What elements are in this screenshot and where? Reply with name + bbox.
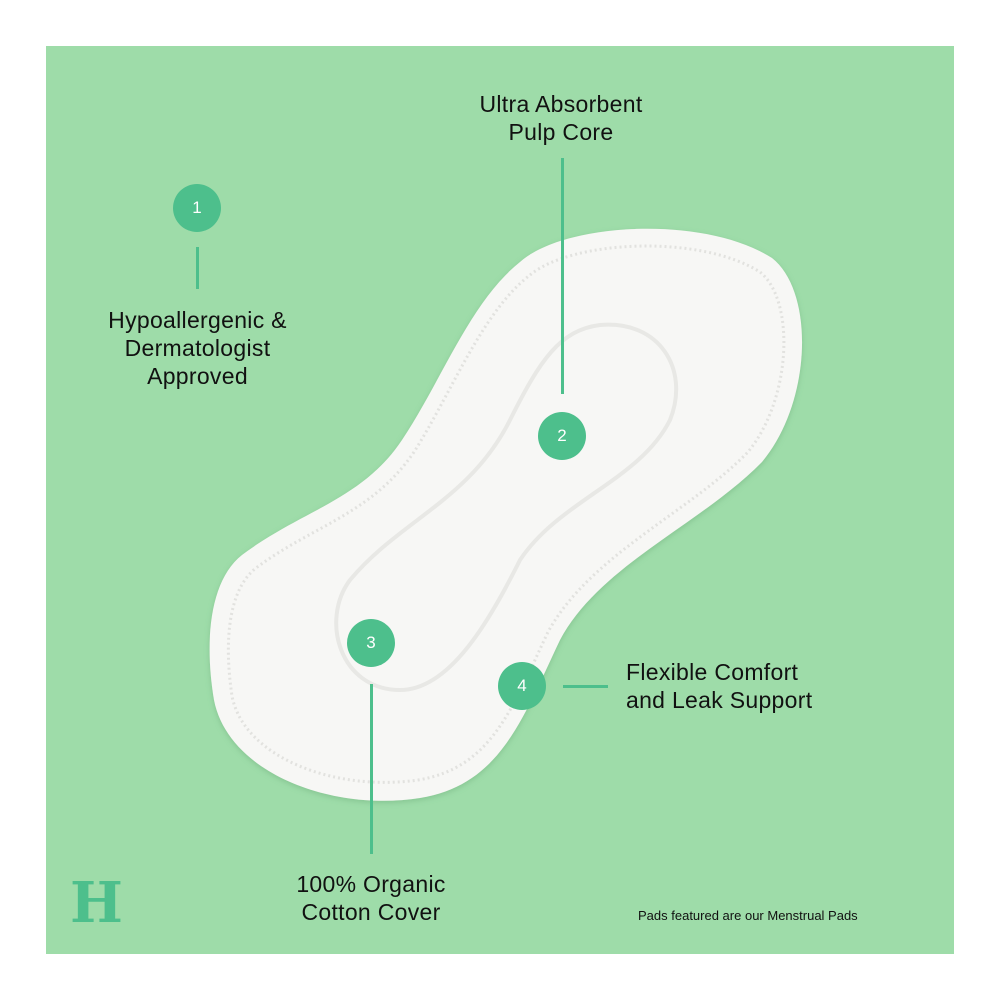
feature-2-connector — [561, 158, 564, 394]
feature-1-line: Dermatologist — [124, 335, 271, 361]
feature-4-line: and Leak Support — [626, 687, 813, 713]
feature-1-line: Approved — [147, 363, 248, 389]
feature-4-line: Flexible Comfort — [626, 659, 799, 685]
feature-2-badge: 2 — [538, 412, 586, 460]
feature-1-line: Hypoallergenic & — [108, 307, 287, 333]
feature-1-label: Hypoallergenic & Dermatologist Approved — [60, 306, 335, 390]
feature-3-connector — [370, 684, 373, 854]
feature-4-badge: 4 — [498, 662, 546, 710]
footnote: Pads featured are our Menstrual Pads — [638, 908, 858, 923]
feature-2-line: Ultra Absorbent — [479, 91, 643, 117]
feature-3-label: 100% Organic Cotton Cover — [240, 870, 502, 926]
feature-3-badge: 3 — [347, 619, 395, 667]
pad-core-emboss — [334, 322, 679, 693]
feature-1-connector — [196, 247, 199, 289]
feature-3-line: Cotton Cover — [301, 899, 441, 925]
feature-4-connector — [563, 685, 608, 688]
feature-2-label: Ultra Absorbent Pulp Core — [430, 90, 692, 146]
feature-2-line: Pulp Core — [508, 119, 614, 145]
brand-logo: H — [70, 870, 123, 936]
feature-4-label: Flexible Comfort and Leak Support — [626, 658, 866, 714]
feature-1-badge: 1 — [173, 184, 221, 232]
pad-stitch-border — [226, 244, 786, 784]
feature-3-line: 100% Organic — [296, 871, 446, 897]
